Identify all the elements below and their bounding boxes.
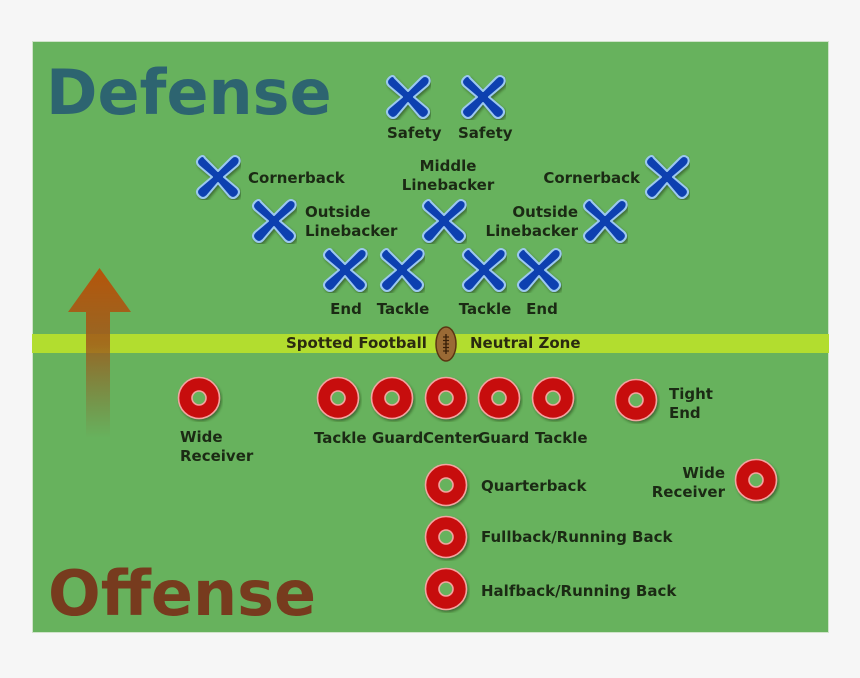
label-wide-receiver-right-line1: Wide bbox=[682, 464, 725, 482]
label-guard-right: Guard bbox=[478, 429, 530, 447]
label-safety-right: Safety bbox=[458, 124, 513, 142]
label-tackle-left: Tackle bbox=[376, 300, 430, 318]
label-guard-left: Guard bbox=[372, 429, 424, 447]
label-wide-receiver-right-line2: Receiver bbox=[651, 483, 725, 501]
football-icon bbox=[435, 326, 457, 362]
defense-outside-linebacker-left-marker bbox=[251, 198, 297, 244]
label-outside-linebacker-right-line2: Linebacker bbox=[485, 222, 578, 240]
label-tackle-right: Tackle bbox=[535, 429, 588, 447]
label-outside-linebacker-right-line1: Outside bbox=[512, 203, 578, 221]
label-tackle-left: Tackle bbox=[314, 429, 367, 447]
label-middle-linebacker-line1: Middle bbox=[419, 157, 477, 175]
offense-guard-right-marker bbox=[477, 376, 523, 422]
offense-wide-receiver-right-marker bbox=[734, 458, 780, 504]
label-cornerback-left: Cornerback bbox=[248, 169, 345, 187]
defense-end-left-marker bbox=[322, 247, 368, 293]
label-outside-linebacker-left-line1: Outside bbox=[305, 203, 371, 221]
defense-cornerback-right-marker bbox=[644, 154, 690, 200]
offense-title: Offense bbox=[48, 557, 317, 630]
defense-safety-left-marker bbox=[385, 74, 431, 120]
label-tight-end-line1: Tight bbox=[669, 385, 713, 403]
offense-center-marker bbox=[424, 376, 470, 422]
offense-tight-end-marker bbox=[614, 378, 660, 424]
label-tackle-right: Tackle bbox=[458, 300, 512, 318]
neutral-zone-label: Neutral Zone bbox=[470, 334, 581, 352]
offense-guard-left-marker bbox=[370, 376, 416, 422]
label-safety-left: Safety bbox=[387, 124, 442, 142]
offense-fullback-marker bbox=[424, 515, 470, 561]
label-wide-receiver-left-line1: Wide bbox=[180, 428, 223, 446]
offense-tackle-right-marker bbox=[531, 376, 577, 422]
defense-cornerback-left-marker bbox=[195, 154, 241, 200]
label-wide-receiver-left-line2: Receiver bbox=[180, 447, 254, 465]
line-of-scrimmage bbox=[32, 334, 829, 353]
defense-tackle-right-marker bbox=[461, 247, 507, 293]
offense-quarterback-marker bbox=[424, 463, 470, 509]
defense-end-right-marker bbox=[516, 247, 562, 293]
defense-middle-linebacker-marker bbox=[421, 198, 467, 244]
label-middle-linebacker-line2: Linebacker bbox=[401, 176, 495, 194]
spotted-football-label: Spotted Football bbox=[286, 334, 427, 352]
label-tight-end-line2: End bbox=[669, 404, 701, 422]
defense-title: Defense bbox=[46, 56, 332, 129]
label-center: Center bbox=[423, 429, 480, 447]
offense-wide-receiver-left-marker bbox=[177, 376, 223, 422]
offense-tackle-left-marker bbox=[316, 376, 362, 422]
label-fullback: Fullback/Running Back bbox=[481, 528, 673, 546]
defense-tackle-left-marker bbox=[379, 247, 425, 293]
defense-safety-right-marker bbox=[460, 74, 506, 120]
label-quarterback: Quarterback bbox=[481, 477, 587, 495]
label-outside-linebacker-left-line2: Linebacker bbox=[305, 222, 398, 240]
label-end-right: End bbox=[526, 300, 558, 318]
label-end-left: End bbox=[330, 300, 362, 318]
label-halfback: Halfback/Running Back bbox=[481, 582, 677, 600]
arrow-up-icon bbox=[68, 268, 131, 438]
defense-outside-linebacker-right-marker bbox=[582, 198, 628, 244]
offense-halfback-marker bbox=[424, 567, 470, 613]
label-cornerback-right: Cornerback bbox=[543, 169, 640, 187]
